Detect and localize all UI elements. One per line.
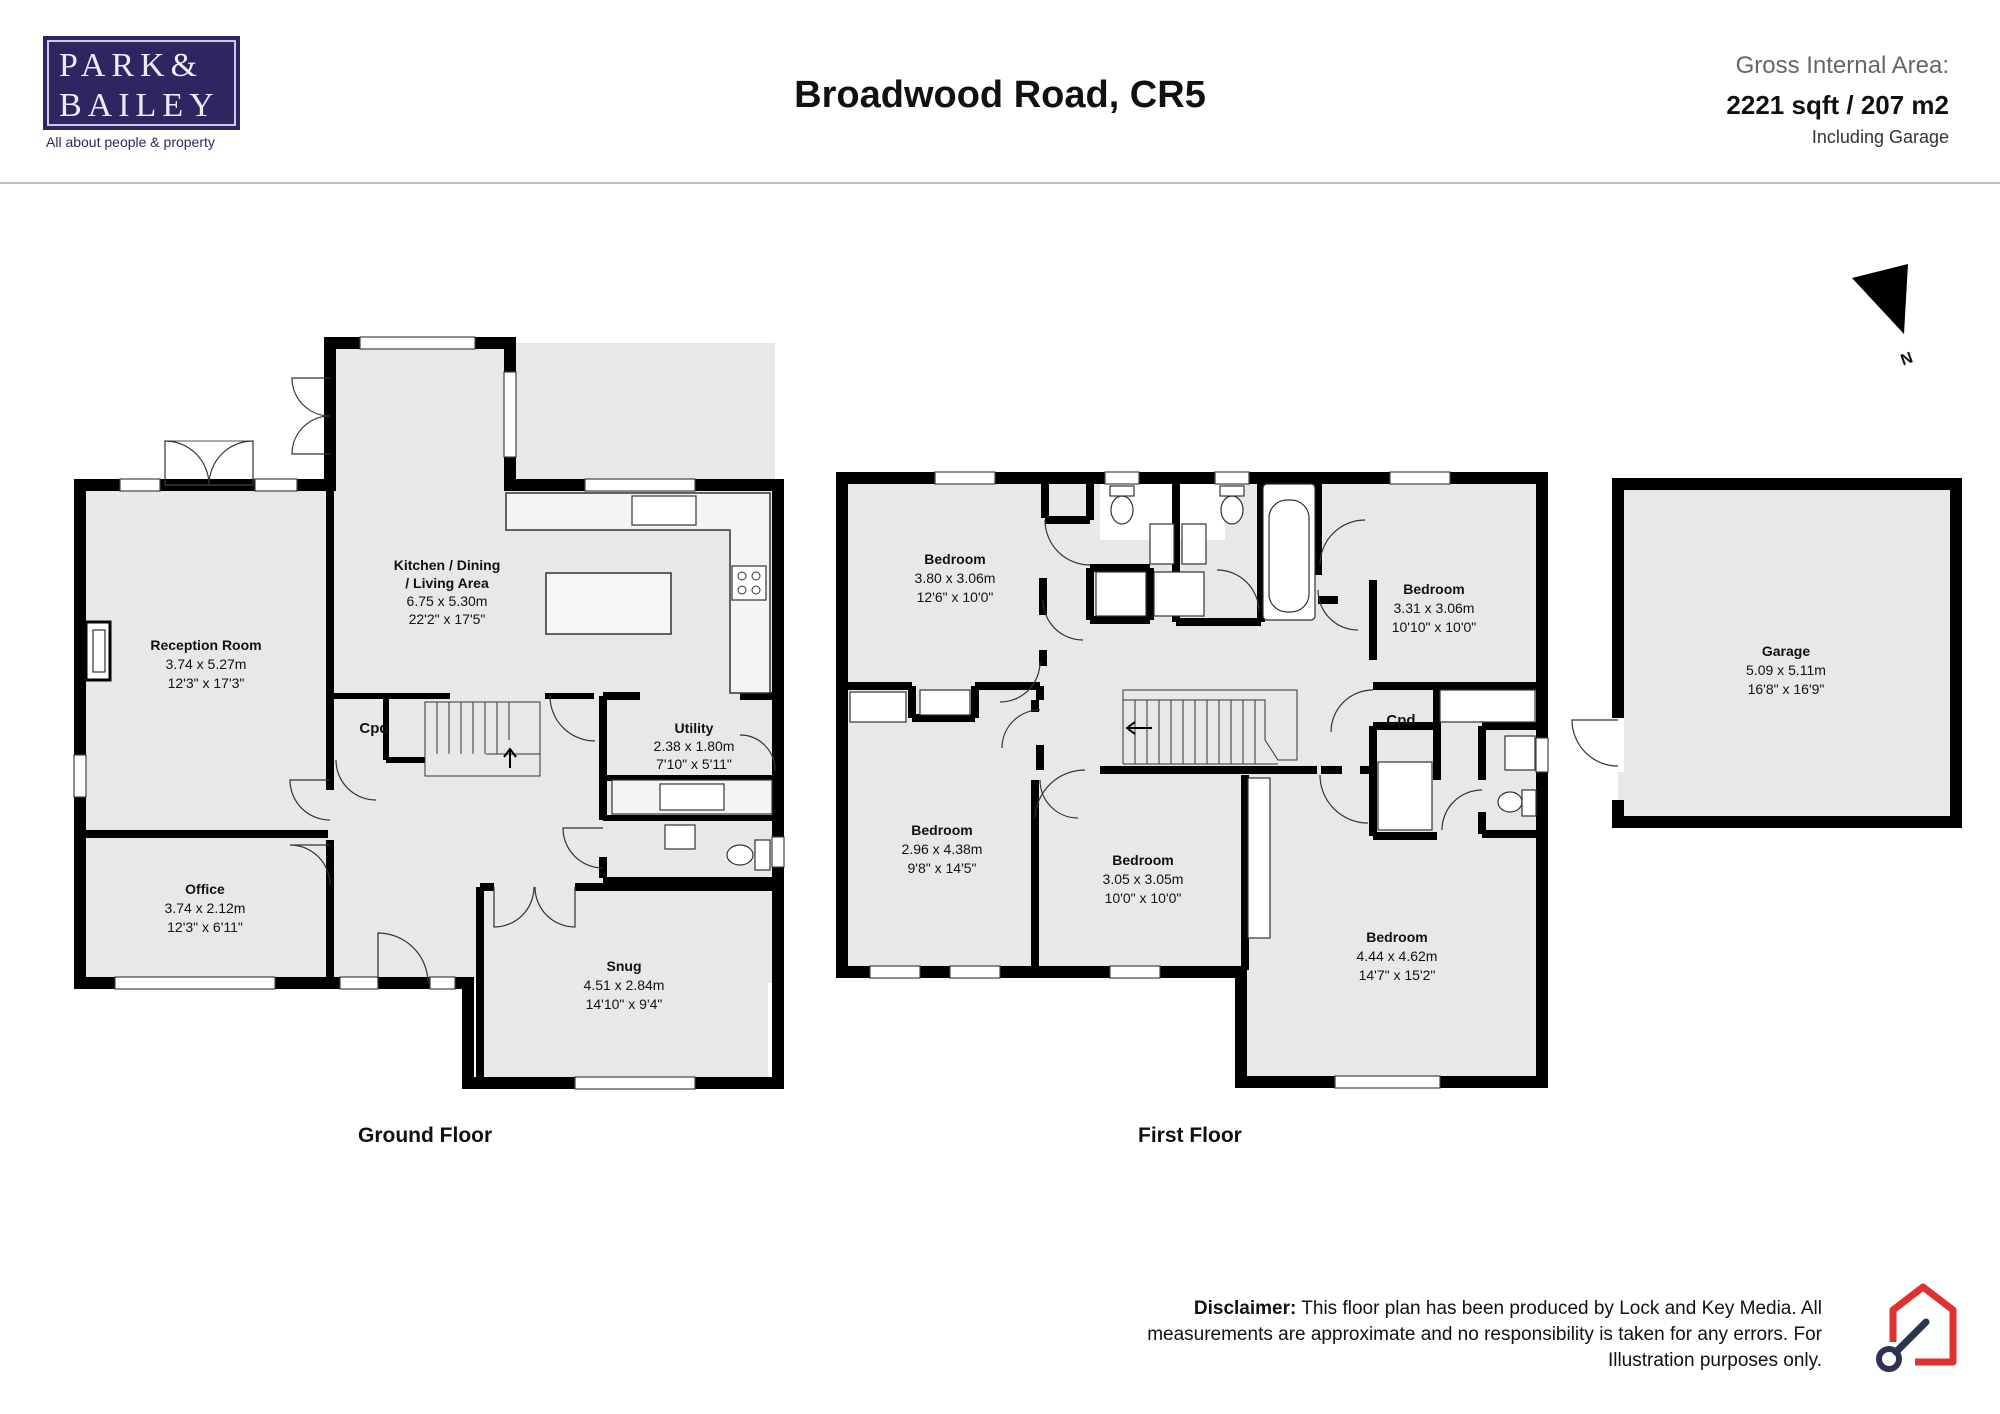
gia-value: 2221 sqft / 207 m2 — [1726, 90, 1949, 120]
bed4-metric: 3.05 x 3.05m — [1103, 871, 1184, 887]
bed2-imperial: 10'10" x 10'0" — [1392, 619, 1477, 635]
bed2-metric: 3.31 x 3.06m — [1394, 600, 1475, 616]
brand-logo: PARK& BAILEY — [43, 36, 240, 130]
bed5-name: Bedroom — [1366, 929, 1427, 945]
north-arrow-icon: N — [1852, 264, 1915, 369]
utility-imperial: 7'10" x 5'11" — [656, 756, 732, 772]
reception-floor — [80, 487, 330, 977]
lock-and-key-logo-icon — [1876, 1283, 1957, 1372]
reception-imperial: 12'3" x 17'3" — [168, 675, 245, 691]
header-divider — [0, 182, 2000, 184]
bed4-imperial: 10'0" x 10'0" — [1105, 890, 1182, 906]
utility-name: Utility — [675, 720, 714, 736]
garage-imperial: 16'8" x 16'9" — [1748, 681, 1825, 697]
basin-icon-first — [1149, 523, 1175, 565]
ensuite-shower-icon — [1377, 761, 1433, 831]
page-title: Broadwood Road, CR5 — [794, 74, 1206, 116]
office-imperial: 12'3" x 6'11" — [167, 919, 243, 935]
stair-up-arrow-icon — [503, 747, 517, 768]
bed1-metric: 3.80 x 3.06m — [915, 570, 996, 586]
cpd-first-label: Cpd — [1386, 712, 1415, 729]
stair-down-arrow-icon — [1125, 721, 1152, 735]
ground-outer-walls — [74, 337, 784, 1089]
logo-line-1: PARK& — [59, 47, 204, 84]
bed2-name: Bedroom — [1403, 581, 1464, 597]
kitchen-metric: 6.75 x 5.30m — [407, 593, 488, 609]
reception-metric: 3.74 x 5.27m — [166, 656, 247, 672]
first-outer-walls — [836, 472, 1548, 1088]
kitchen-floor — [330, 343, 775, 983]
bed3-name: Bedroom — [911, 822, 972, 838]
kitchen-sink-icon — [631, 495, 697, 526]
kitchen-island — [545, 572, 672, 635]
first-floor-plan: Bedroom 3.80 x 3.06m 12'6" x 10'0" Bedro… — [836, 471, 1549, 1089]
logo-line-2: BAILEY — [59, 87, 220, 124]
garage-plan: Garage 5.09 x 5.11m 16'8" x 16'9" — [1571, 478, 1962, 828]
garage-name: Garage — [1762, 643, 1810, 659]
basin-icon — [664, 824, 696, 850]
utility-sink-icon — [659, 783, 725, 811]
hob-icon — [731, 565, 767, 601]
bed1-imperial: 12'6" x 10'0" — [917, 589, 994, 605]
bed3-metric: 2.96 x 4.38m — [902, 841, 983, 857]
bed5-imperial: 14'7" x 15'2" — [1359, 967, 1436, 983]
shower-tray-icon — [1095, 571, 1147, 617]
bed4-name: Bedroom — [1112, 852, 1173, 868]
compass-label: N — [1899, 349, 1916, 369]
first-floor-label: First Floor — [1138, 1124, 1242, 1147]
snug-imperial: 14'10" x 9'4" — [586, 996, 663, 1012]
snug-name: Snug — [607, 958, 642, 974]
bed1-name: Bedroom — [924, 551, 985, 567]
reception-name: Reception Room — [150, 637, 261, 653]
snug-floor — [480, 887, 768, 1083]
kitchen-name-line2: / Living Area — [405, 575, 489, 591]
kitchen-imperial: 22'2" x 17'5" — [409, 611, 486, 627]
cpd-ground-label: Cpd — [359, 720, 388, 737]
disclaimer-text: This floor plan has been produced by Loc… — [1147, 1298, 1822, 1371]
first-windows — [869, 471, 1549, 1089]
wc-icon-first — [1110, 495, 1134, 525]
ground-staircase — [424, 701, 541, 777]
ground-floor-plan: Reception Room 3.74 x 5.27m 12'3" x 17'3… — [73, 336, 785, 1090]
gross-internal-area: Gross Internal Area: 2221 sqft / 207 m2 … — [1726, 52, 1949, 148]
bed3-imperial: 9'8" x 14'5" — [908, 860, 977, 876]
kitchen-name-line1: Kitchen / Dining — [394, 557, 501, 573]
utility-metric: 2.38 x 1.80m — [654, 738, 735, 754]
disclaimer: Disclaimer: This floor plan has been pro… — [1132, 1296, 1822, 1374]
office-metric: 3.74 x 2.12m — [165, 900, 246, 916]
office-name: Office — [185, 881, 225, 897]
wc-icon — [726, 844, 754, 866]
first-staircase — [1122, 689, 1298, 765]
ground-floor-label: Ground Floor — [358, 1124, 493, 1147]
gia-label: Gross Internal Area: — [1735, 52, 1949, 79]
brand-tagline: All about people & property — [46, 134, 215, 150]
bed5-metric: 4.44 x 4.62m — [1357, 948, 1438, 964]
disclaimer-label: Disclaimer: — [1193, 1298, 1297, 1319]
gia-note: Including Garage — [1811, 127, 1949, 147]
ground-windows — [73, 336, 785, 1090]
snug-metric: 4.51 x 2.84m — [584, 977, 665, 993]
garage-metric: 5.09 x 5.11m — [1746, 662, 1826, 678]
